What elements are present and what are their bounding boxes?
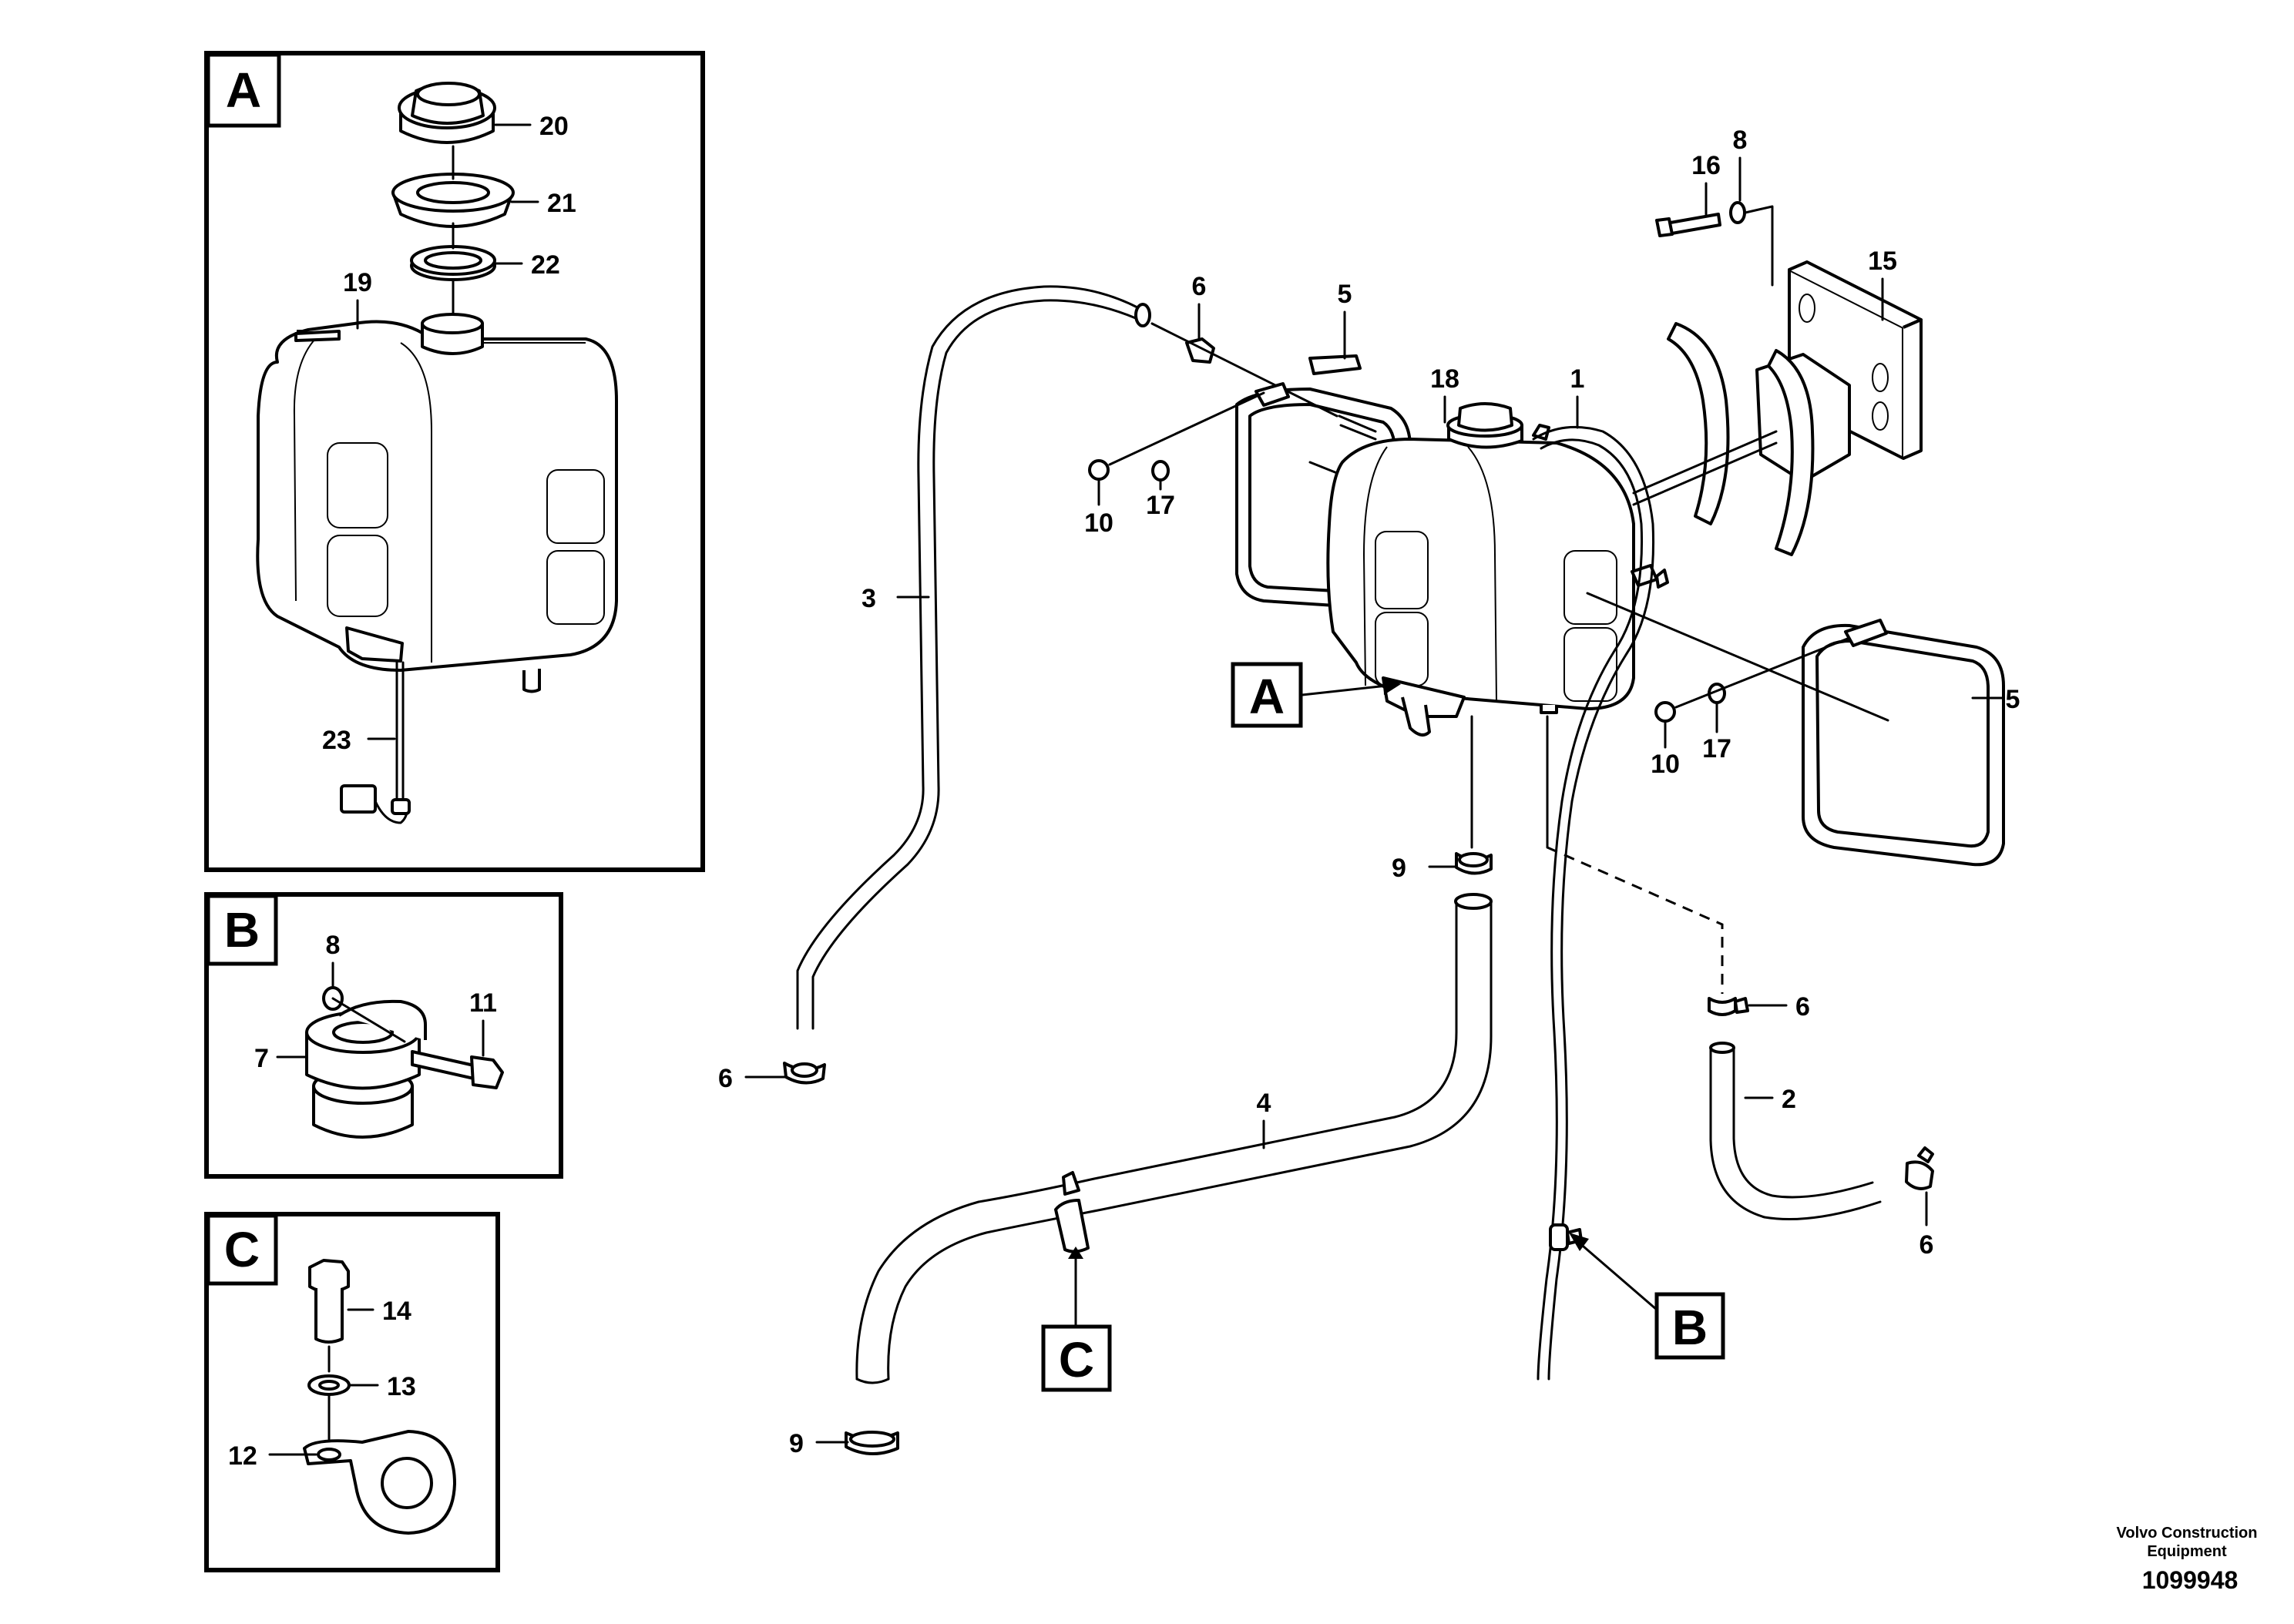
hose-2 (1709, 1042, 1882, 1220)
expansion-tank (1326, 402, 1669, 737)
callout-8: 8 (1733, 126, 1748, 155)
callout-b-8: 8 (326, 931, 341, 960)
document-id: 1099948 (2142, 1566, 2239, 1594)
strap-fastener-left (1088, 354, 1362, 481)
filler-cap (398, 82, 496, 144)
callout-3: 3 (862, 584, 876, 613)
callout-10-upper: 10 (1084, 508, 1113, 538)
callout-23: 23 (322, 726, 351, 755)
panel-c-letter: C (224, 1222, 260, 1277)
detail-panel-a: A (204, 51, 705, 872)
callout-6-left: 6 (718, 1064, 733, 1093)
ref-b-letter: B (1672, 1300, 1708, 1355)
callout-15: 15 (1868, 247, 1897, 276)
ref-box-c: C (1041, 1247, 1112, 1392)
footer-credit: Volvo Construction Equipment 1099948 (2117, 1525, 2258, 1594)
callout-10-lower: 10 (1651, 750, 1680, 779)
bolt-16 (1655, 201, 1774, 287)
callout-22: 22 (531, 250, 560, 280)
callout-6-hose2-bottom: 6 (1920, 1230, 1934, 1260)
level-sensor (340, 661, 411, 824)
callout-17-lower: 17 (1702, 734, 1731, 763)
hose-clip-9-top (1455, 852, 1493, 875)
tank-strap-right (1802, 623, 2005, 867)
callout-19: 19 (343, 268, 372, 297)
washer-b (322, 986, 406, 1043)
credit-line-1: Volvo Construction (2117, 1525, 2258, 1542)
clamp-hose-4 (1054, 1171, 1090, 1253)
detail-panel-c: C 14 13 12 (204, 1212, 500, 1572)
hose-clip-9-bottom (845, 1431, 899, 1456)
ref-c-letter: C (1059, 1332, 1094, 1387)
gasket (410, 245, 496, 281)
callout-6-top: 6 (1192, 272, 1207, 301)
strap-fastener-right (1654, 619, 1888, 723)
callout-5-top: 5 (1338, 280, 1352, 309)
bolt (411, 1050, 504, 1089)
callout-2: 2 (1782, 1085, 1796, 1114)
callout-18: 18 (1430, 364, 1459, 394)
filler-ring (391, 173, 515, 228)
callout-b-7: 7 (254, 1044, 269, 1073)
expansion-tank-detail (256, 313, 618, 693)
hose-clip-3 (783, 1062, 826, 1085)
callout-17-upper: 17 (1146, 491, 1175, 520)
p-clamp (303, 1430, 456, 1535)
main-assembly: 16 8 15 (718, 126, 2020, 1458)
callout-16: 16 (1691, 151, 1721, 180)
credit-line-2: Equipment (2147, 1543, 2227, 1560)
hose-3 (796, 285, 1151, 1030)
hose-clip-2-top (1708, 997, 1749, 1016)
callout-9-top: 9 (1392, 854, 1406, 883)
callout-6-hose2-top: 6 (1795, 992, 1810, 1022)
ref-box-a: A (1231, 662, 1401, 728)
callout-21: 21 (547, 189, 576, 218)
hose-clip-2-bottom (1905, 1146, 1934, 1190)
panel-b-letter: B (224, 902, 260, 958)
callout-20: 20 (539, 112, 569, 141)
callout-1: 1 (1570, 364, 1585, 394)
hose-4 (855, 893, 1493, 1384)
panel-a-letter: A (226, 62, 261, 118)
callout-b-11: 11 (469, 988, 497, 1018)
washer-c (307, 1374, 351, 1396)
mounting-bracket (1667, 260, 1923, 556)
callout-9-bottom: 9 (789, 1429, 804, 1458)
ref-box-b: B (1569, 1233, 1725, 1360)
callout-c-14: 14 (382, 1297, 411, 1326)
callout-c-13: 13 (387, 1372, 416, 1401)
callout-4: 4 (1257, 1089, 1271, 1118)
detail-panel-b: B 8 11 7 (204, 892, 563, 1179)
callout-5-right: 5 (2006, 685, 2020, 714)
ref-a-letter: A (1249, 669, 1285, 724)
hex-bolt (308, 1259, 350, 1344)
rubber-bushing (305, 999, 427, 1139)
callout-c-12: 12 (228, 1441, 257, 1471)
